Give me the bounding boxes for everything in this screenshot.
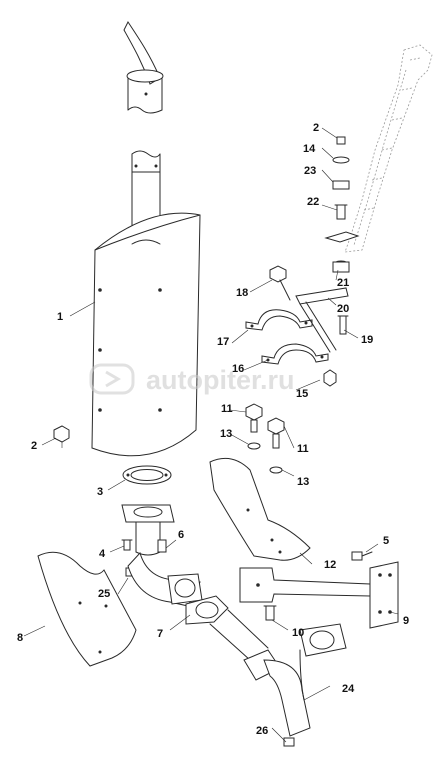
callout-11-left: 11 (221, 403, 233, 415)
callout-6: 6 (178, 529, 184, 541)
callout-26: 26 (256, 725, 268, 737)
washer-13-right (269, 466, 283, 474)
pipe-clamp-lower (261, 343, 329, 365)
bolt-18 (269, 265, 291, 301)
callout-5: 5 (383, 535, 389, 547)
nut-15 (323, 369, 337, 387)
bolt-4 (121, 539, 133, 551)
pipe-clamp-upper (245, 309, 313, 331)
heat-shield-lower (37, 551, 137, 667)
callout-4: 4 (99, 548, 106, 560)
callout-15: 15 (296, 388, 308, 400)
bolt-5 (351, 551, 373, 561)
callout-21: 21 (337, 277, 349, 289)
callout-23: 23 (304, 165, 316, 177)
washer-13-left (247, 442, 261, 450)
callout-11-right: 11 (297, 443, 309, 455)
exhaust-elbow (243, 623, 347, 737)
callout-2-nut: 2 (31, 440, 37, 452)
inlet-flange (121, 504, 175, 556)
intermediate-pipe (209, 609, 269, 661)
callout-3: 3 (97, 486, 103, 498)
leader-lines (23, 127, 399, 743)
callout-9: 9 (403, 615, 409, 627)
watermark-text: autopiter.ru (146, 365, 295, 395)
flange-gasket-7 (185, 595, 229, 625)
mounting-bracket (239, 561, 399, 629)
callout-18: 18 (236, 287, 248, 299)
hanger-strap (295, 287, 349, 353)
callout-25: 25 (98, 588, 110, 600)
down-pipe (127, 552, 203, 607)
isolator-stack (324, 136, 360, 273)
callout-19: 19 (361, 334, 373, 346)
nut-26 (283, 737, 295, 747)
callout-17: 17 (217, 336, 229, 348)
callout-14: 14 (303, 143, 316, 155)
nut-left (53, 425, 70, 448)
callout-13-right: 13 (297, 476, 309, 488)
bolt-6 (157, 539, 167, 553)
heat-shield-upper (209, 457, 311, 561)
bolt-10 (263, 605, 277, 621)
callout-1: 1 (57, 311, 63, 323)
callout-12: 12 (324, 559, 336, 571)
bolt-19 (337, 315, 349, 335)
callout-22: 22 (307, 196, 319, 208)
callout-16: 16 (232, 363, 244, 375)
callout-20: 20 (337, 303, 349, 315)
callout-labels: 1 2 2 3 4 5 6 7 8 9 10 11 11 12 13 13 14… (17, 122, 409, 737)
tail-pipe (123, 21, 164, 247)
bolt-11-right (267, 417, 285, 449)
callout-10: 10 (292, 627, 304, 639)
muffler (91, 212, 201, 457)
callout-8: 8 (17, 632, 23, 644)
bolt-11-left (245, 403, 263, 433)
muffler-flange-gasket (122, 465, 172, 485)
callout-24: 24 (342, 683, 355, 695)
callout-7: 7 (157, 628, 163, 640)
callout-13-left: 13 (220, 428, 232, 440)
autopiter-logo-icon (89, 363, 135, 395)
watermark: autopiter.ru (89, 363, 295, 395)
callout-2-upper: 2 (313, 122, 319, 134)
vehicle-frame-rail (344, 44, 433, 253)
